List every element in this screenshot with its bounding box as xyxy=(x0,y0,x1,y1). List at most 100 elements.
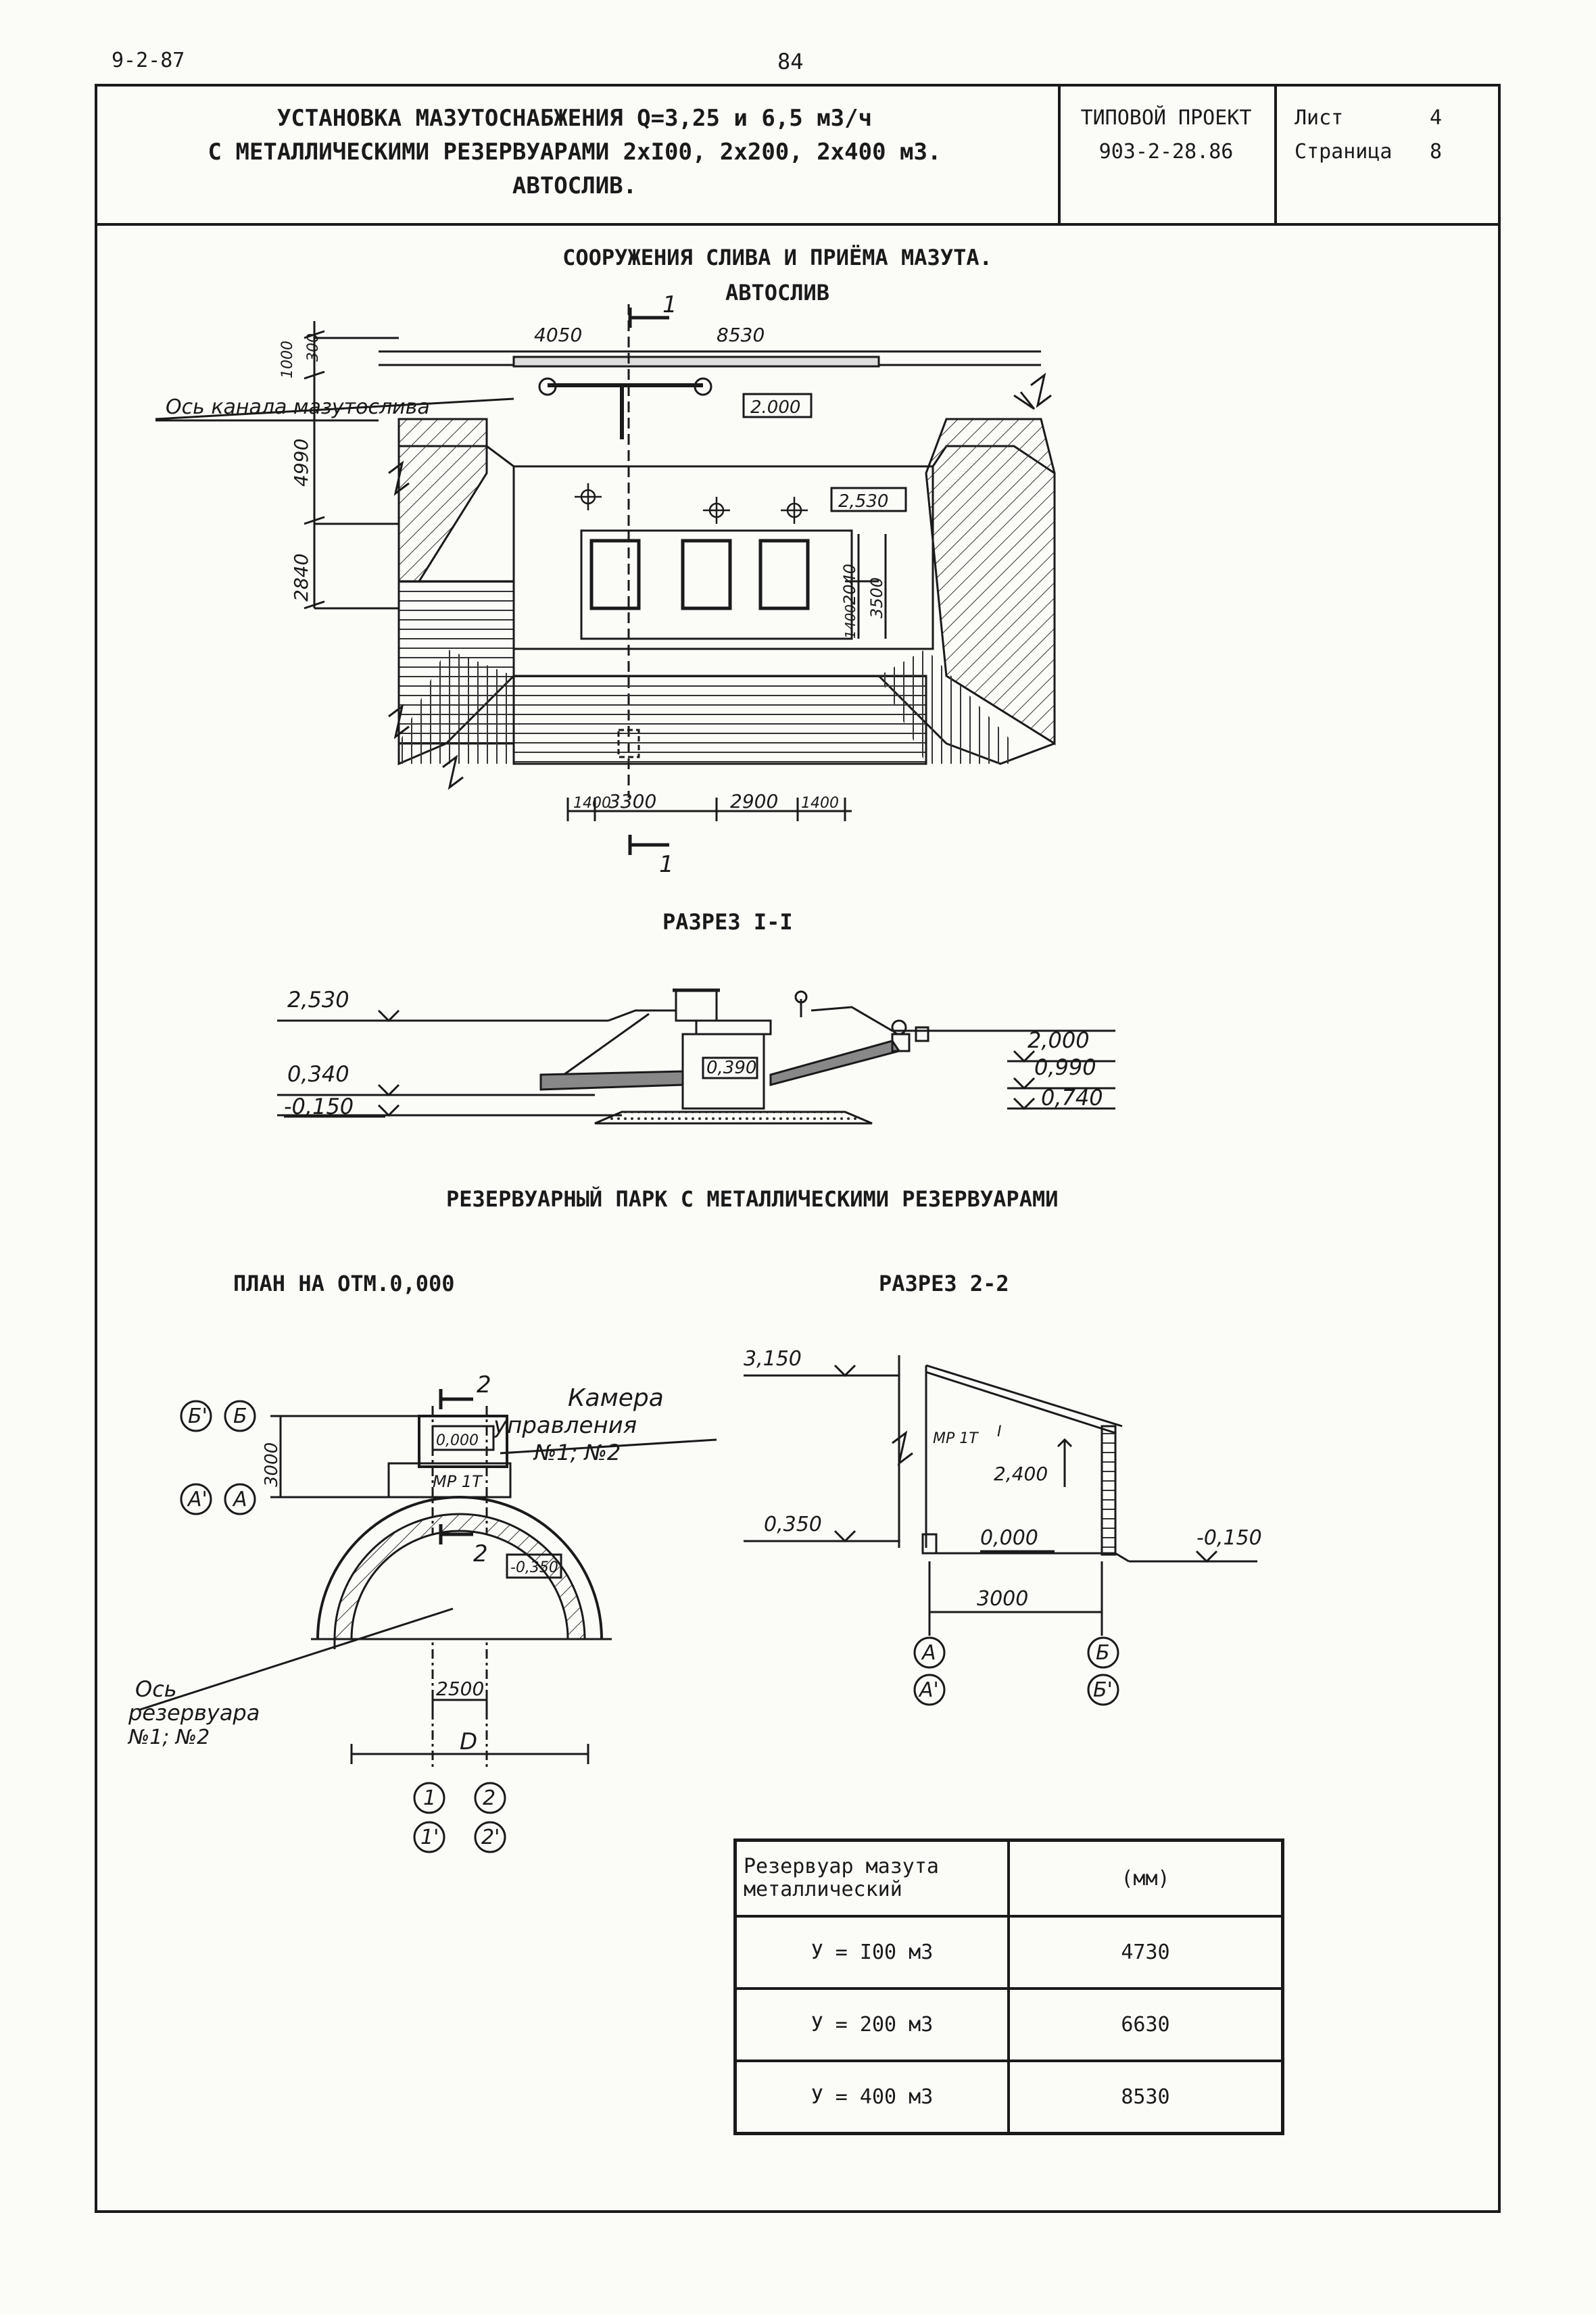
document-code: 9-2-87 xyxy=(112,49,185,72)
drawing-title: УСТАНОВКА МАЗУТОСНАБЖЕНИЯ Q=3,25 и 6,5 м… xyxy=(101,101,1048,203)
s1-level-0740: 0,740 xyxy=(1041,1085,1103,1111)
page-value: 8 xyxy=(1430,140,1443,164)
table-cell-value: 6630 xyxy=(1007,1987,1284,2062)
section2-drawing xyxy=(744,1355,1257,1706)
dim-3300: 3300 xyxy=(608,790,656,812)
dim-3000: 3000 xyxy=(262,1442,282,1487)
tank-park-heading: РЕЗЕРВУАРНЫЙ ПАРК С МЕТАЛЛИЧЕСКИМИ РЕЗЕР… xyxy=(446,1186,1059,1212)
title-line: С МЕТАЛЛИЧЕСКИМИ РЕЗЕРВУАРАМИ 2хI00, 2х2… xyxy=(208,139,942,166)
table-cell-volume: У = 200 м3 xyxy=(733,1987,1010,2062)
chamber-label: управления xyxy=(493,1412,637,1439)
s1-level-0990: 0,990 xyxy=(1034,1054,1096,1080)
tank-axis-label: резервуара xyxy=(128,1700,260,1726)
drawing-frame xyxy=(95,84,1501,2213)
axis-A-prime: А' xyxy=(187,1488,208,1511)
dim-2900: 2900 xyxy=(730,790,778,812)
section-mark-2: 2 xyxy=(473,1540,488,1567)
s2-level-2400: 2,400 xyxy=(994,1463,1048,1485)
sheet-value: 4 xyxy=(1430,106,1443,130)
mark-mp1t: МР 1Т xyxy=(433,1472,483,1491)
plan2-drawing xyxy=(138,1389,717,1853)
axis-2: 2 xyxy=(483,1786,495,1810)
plan1-drawing xyxy=(155,304,1056,855)
level-box-0000: 0,000 xyxy=(436,1432,479,1449)
dim-2840: 2840 xyxy=(290,554,312,602)
page-number: 84 xyxy=(777,49,804,74)
dim-2500: 2500 xyxy=(436,1678,484,1700)
s2-mark-mp: МР 1Т xyxy=(933,1430,979,1447)
dim-1000: 1000 xyxy=(279,341,296,379)
sheet-label: Лист xyxy=(1295,106,1344,130)
axis-1-prime: 1' xyxy=(420,1826,439,1849)
section2-heading: РАЗРЕЗ 2-2 xyxy=(879,1271,1009,1296)
table-row: У = 200 м3 6630 xyxy=(733,1987,1284,2062)
s2-axis-A-prime: А' xyxy=(918,1678,939,1702)
s2-level-3150: 3,150 xyxy=(744,1347,802,1371)
chamber-label: Камера xyxy=(568,1384,664,1412)
s2-mark-i: I xyxy=(997,1423,1002,1440)
title-line: АВТОСЛИВ. xyxy=(512,172,637,199)
project-label: ТИПОВОЙ ПРОЕКТ xyxy=(1080,106,1252,130)
dim-1400-b1: 1400 xyxy=(573,795,611,812)
tank-axis-label: Ось xyxy=(135,1676,177,1702)
title-block-divider xyxy=(1058,84,1061,226)
project-info: ТИПОВОЙ ПРОЕКТ 903-2-28.86 xyxy=(1065,101,1267,169)
s2-dim-3000: 3000 xyxy=(977,1587,1028,1611)
chamber-label: №1; №2 xyxy=(533,1440,621,1465)
table-cell-value: 8530 xyxy=(1007,2060,1284,2135)
dim-4990: 4990 xyxy=(290,439,312,487)
project-number: 903-2-28.86 xyxy=(1098,140,1234,164)
section-mark-2: 2 xyxy=(477,1371,491,1398)
title-block-divider xyxy=(1274,84,1277,226)
table-cell-volume: У = 400 м3 xyxy=(733,2060,1010,2135)
level-box-minus0350: -0,350 xyxy=(510,1559,558,1576)
section1-heading: РАЗРЕЗ I-I xyxy=(662,909,793,935)
axis-A: А xyxy=(232,1488,247,1511)
s1-level-0340: 0,340 xyxy=(287,1061,349,1087)
s1-level-2530: 2,530 xyxy=(287,987,349,1013)
axis-B: Б xyxy=(233,1405,247,1428)
plan2-heading: ПЛАН НА ОТМ.0,000 xyxy=(233,1271,455,1296)
title-line: УСТАНОВКА МАЗУТОСНАБЖЕНИЯ Q=3,25 и 6,5 м… xyxy=(276,105,873,132)
level-2530: 2,530 xyxy=(838,491,888,512)
dim-300: 300 xyxy=(305,333,322,362)
page-label: Страница xyxy=(1295,140,1393,164)
s2-level-minus0150: -0,150 xyxy=(1196,1526,1262,1550)
dim-1400-b2: 1400 xyxy=(801,795,839,812)
s2-level-0350: 0,350 xyxy=(764,1513,822,1536)
s1-level-2000: 2,000 xyxy=(1027,1027,1090,1053)
axis-B-prime: Б' xyxy=(188,1405,208,1428)
table-row: У = I00 м3 4730 xyxy=(733,1915,1284,1990)
s1-level-minus0150: -0,150 xyxy=(284,1094,354,1119)
dim-2040: 2040 xyxy=(840,564,859,605)
table-row: У = 400 м3 8530 xyxy=(733,2060,1284,2135)
s2-level-0000: 0,000 xyxy=(980,1526,1038,1550)
sheet-info: Лист 4 Страница 8 xyxy=(1295,101,1491,169)
axis-2-prime: 2' xyxy=(481,1826,500,1849)
s2-axis-B: Б xyxy=(1096,1641,1110,1665)
table-header-unit: (мм) xyxy=(1007,1838,1284,1918)
canal-axis-label: Ось канала мазутослива xyxy=(166,395,430,419)
s2-axis-B-prime: Б' xyxy=(1093,1678,1113,1702)
table-header-tank: Резервуар мазута металлический xyxy=(733,1838,1010,1918)
title-block xyxy=(95,84,1501,226)
table-cell-value: 4730 xyxy=(1007,1915,1284,1990)
plan1-heading-line: СООРУЖЕНИЯ СЛИВА И ПРИЁМА МАЗУТА. xyxy=(562,245,992,270)
dim-8530: 8530 xyxy=(717,324,765,346)
plan1-heading-line: АВТОСЛИВ xyxy=(725,280,830,306)
dim-1400-r: 1400 xyxy=(842,604,859,639)
table-cell-volume: У = I00 м3 xyxy=(733,1915,1010,1990)
plan1-heading: СООРУЖЕНИЯ СЛИВА И ПРИЁМА МАЗУТА. АВТОСЛ… xyxy=(473,240,1082,310)
s1-level-0390: 0,390 xyxy=(706,1058,756,1078)
dim-D: D xyxy=(460,1728,477,1755)
dim-3500: 3500 xyxy=(867,577,886,618)
tank-dimension-table: Резервуар мазута металлический (мм) У = … xyxy=(733,1838,1284,2135)
tank-axis-label: №1; №2 xyxy=(127,1726,210,1749)
section-mark-1: 1 xyxy=(662,291,677,318)
axis-1: 1 xyxy=(423,1786,436,1810)
section1-drawing xyxy=(277,988,1115,1125)
section-mark-1: 1 xyxy=(659,851,674,878)
level-2000: 2.000 xyxy=(750,397,800,418)
s2-axis-A: А xyxy=(921,1641,936,1665)
